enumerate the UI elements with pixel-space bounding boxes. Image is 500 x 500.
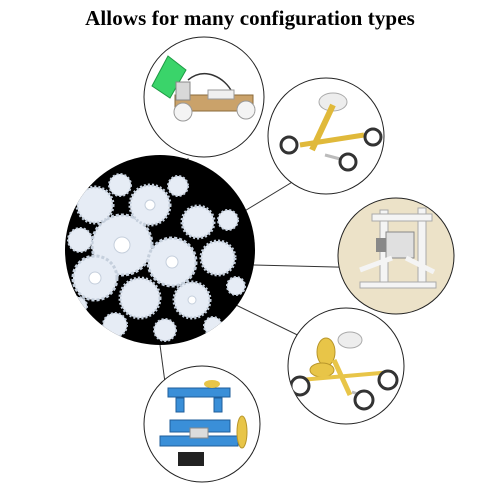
- gears-image: [65, 155, 255, 345]
- gear: [172, 280, 212, 320]
- gear: [75, 185, 115, 225]
- gear: [226, 276, 246, 296]
- callout-yellow-buggy: [267, 77, 385, 195]
- yellow-buggy-image: [279, 92, 383, 172]
- gear: [68, 296, 88, 316]
- gear: [199, 239, 237, 277]
- page-title: Allows for many configuration types: [85, 6, 415, 30]
- gear: [167, 175, 189, 197]
- gear: [128, 183, 172, 227]
- windmill-car-image: [151, 55, 256, 122]
- gear: [118, 276, 162, 320]
- gear: [102, 312, 128, 338]
- white-frame-motor-image: [359, 207, 437, 289]
- callout-blue-biplane: [143, 365, 261, 483]
- gear: [71, 254, 119, 302]
- gear: [146, 236, 198, 288]
- callout-white-frame-motor: [337, 197, 455, 315]
- gear: [67, 227, 93, 253]
- blue-biplane-image: [159, 380, 248, 466]
- gear: [108, 173, 132, 197]
- gear: [180, 204, 216, 240]
- gear: [203, 316, 223, 336]
- callout-propeller-car: [287, 307, 405, 425]
- gear: [217, 209, 239, 231]
- propeller-car-image: [289, 331, 399, 411]
- gear: [153, 318, 177, 342]
- callout-windmill-car: [143, 36, 265, 158]
